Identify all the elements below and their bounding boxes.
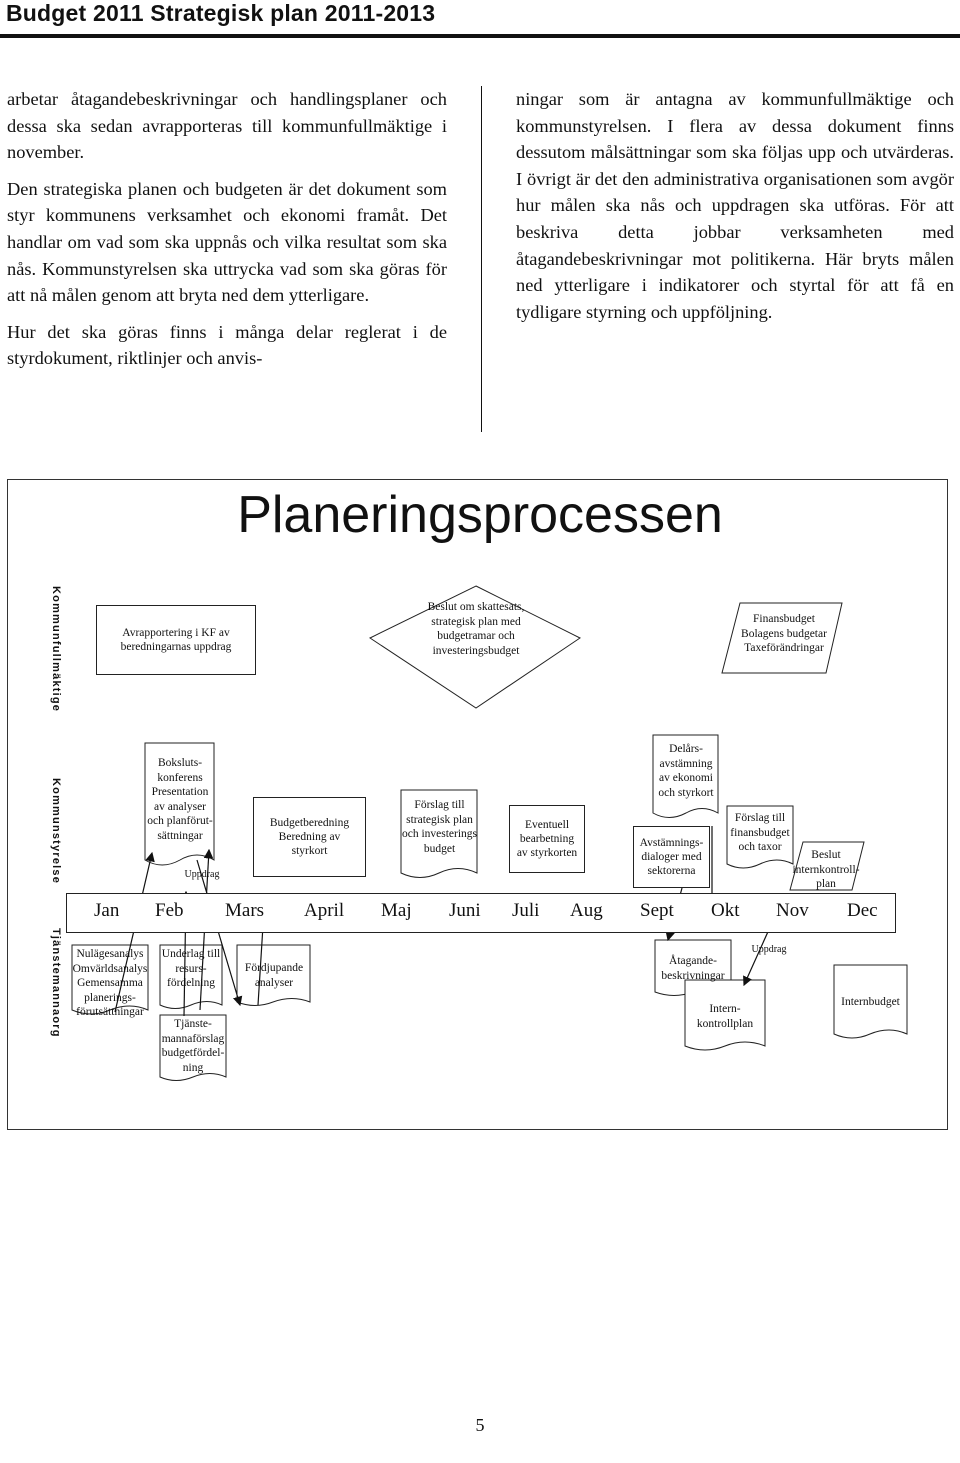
text-column-left: arbetar åtagandebeskrivningar och handli… (7, 86, 447, 382)
nulage-shape (71, 944, 149, 1015)
column-divider (481, 86, 482, 432)
month-april: April (304, 900, 345, 921)
forslag-plan-shape (400, 789, 478, 878)
paragraph: Den strategiska planen och budgeten är d… (7, 178, 447, 306)
forslag-plan-text: Förslag till strategisk plan och investe… (401, 799, 478, 855)
month-nov: Nov (776, 900, 809, 921)
arrow (743, 924, 772, 987)
internbudget-text: Internbudget (841, 996, 900, 1008)
ataganden-text: Åtagande-beskrivningar (661, 955, 725, 982)
underlag-text: Underlag till resurs-fördelning (161, 948, 221, 989)
month-feb: Feb (155, 900, 184, 921)
uppdrag-label: Uppdrag (184, 869, 220, 880)
eventuell-box: Eventuell bearbetning av styrkorten (509, 805, 585, 873)
fordjupande-shape (236, 944, 311, 1006)
delars-shape (652, 734, 719, 818)
decision-diamond (368, 585, 581, 709)
month-timeline (66, 893, 896, 933)
paragraph: ningar som är antagna av kommunfullmäkti… (516, 89, 954, 322)
uppdrag-label-2: Uppdrag (751, 944, 787, 955)
finansbudget-text: Finansbudget Bolagens budgetar Taxeförän… (741, 613, 827, 654)
header-rule (0, 34, 960, 38)
nulage-text: Nulägesanalys Omvärldsanalys Gemensamma … (72, 948, 148, 1018)
month-mars: Mars (225, 900, 265, 921)
month-jan: Jan (94, 900, 120, 921)
avrapportering-box: Avrapportering i KF av beredningarnas up… (96, 605, 256, 675)
page-header: Budget 2011 Strategisk plan 2011-2013 (0, 0, 960, 38)
beslut-ik-shape (789, 841, 865, 891)
diagram-title: Planeringsprocessen (237, 486, 723, 544)
paragraph: arbetar åtagandebeskrivningar och handli… (7, 89, 447, 163)
internkontroll-text: Intern-kontrollplan (696, 1003, 754, 1030)
avstamning-box: Avstämnings-dialoger med sektorerna (633, 826, 710, 888)
fordjupande-text: Fördjupande analyser (244, 962, 304, 989)
budgetberedning-box: Budgetberedning Beredning av styrkort (253, 797, 366, 877)
month-juni: Juni (449, 900, 481, 921)
internkontroll-shape (684, 979, 766, 1051)
page-number: 5 (475, 1415, 485, 1435)
month-sept: Sept (640, 900, 674, 921)
internbudget-shape (833, 964, 908, 1039)
delars-text: Delårs-avstämning av ekonomi och styrkor… (658, 743, 714, 799)
tjanste-text: Tjänste-mannaförslag budgetfördel-ning (161, 1018, 225, 1074)
tjanste-shape (159, 1014, 227, 1081)
header-title: Budget 2011 Strategisk plan 2011-2013 (6, 0, 436, 26)
text-column-right: ningar som är antagna av kommunfullmäkti… (516, 86, 954, 335)
month-okt: Okt (711, 900, 740, 921)
month-dec: Dec (847, 900, 878, 921)
month-aug: Aug (570, 900, 603, 921)
bokslut-text: Boksluts-konferens Presentation av analy… (147, 757, 213, 842)
month-maj: Maj (381, 900, 412, 921)
forslag-fin-text: Förslag till finansbudget och taxor (730, 812, 790, 853)
month-juli: Juli (512, 900, 540, 921)
forslag-fin-shape (726, 805, 794, 869)
finansbudget-shape (721, 602, 843, 674)
beslut-diamond-text: Beslut om skattesats, strategisk plan me… (427, 601, 525, 657)
underlag-shape (159, 944, 223, 1009)
paragraph: Hur det ska göras finns i många delar re… (7, 321, 447, 369)
beslut-ik-text: Beslut internkontroll-plan (792, 849, 860, 890)
